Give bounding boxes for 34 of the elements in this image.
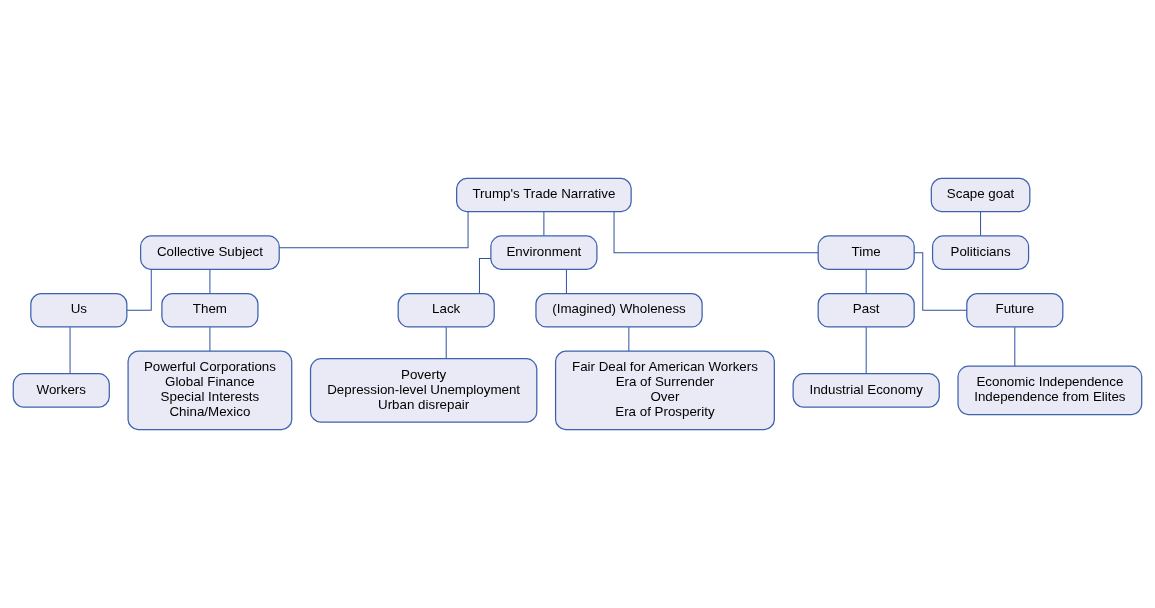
connector xyxy=(543,211,545,237)
connector xyxy=(865,269,867,294)
node-box: Fair Deal for American Workers Era of Surrender Over Era of Prosperity xyxy=(554,350,775,431)
node-box: Economic Independence Independence from Elites xyxy=(957,365,1143,416)
connector xyxy=(209,326,211,352)
connector xyxy=(613,211,819,254)
node-box: Scape goat xyxy=(930,177,1031,213)
connector xyxy=(1014,326,1016,367)
node-box: Future xyxy=(966,292,1064,328)
node-box: Powerful Corporations Global Finance Special Interests China/Mexico xyxy=(127,350,293,431)
node-box: Past xyxy=(817,292,915,328)
connector xyxy=(865,326,867,375)
node-box: Industrial Economy xyxy=(792,373,940,408)
connector xyxy=(209,269,211,294)
connector xyxy=(980,211,982,237)
connector xyxy=(69,326,71,375)
connector xyxy=(478,258,492,294)
connector xyxy=(126,269,152,311)
node-box: Them xyxy=(161,292,259,328)
node-box: Politicians xyxy=(931,235,1030,270)
node-box: Time xyxy=(817,235,915,270)
connector xyxy=(628,326,630,352)
node-box: (Imagined) Wholeness xyxy=(535,292,703,328)
node-box: Trump's Trade Narrative xyxy=(456,177,632,213)
node-box: Poverty Depression-level Unemployment Urban disrepair xyxy=(309,358,538,423)
node-box: Us xyxy=(30,292,128,328)
node-box: Workers xyxy=(12,373,110,408)
node-box: Environment xyxy=(490,235,598,270)
connector xyxy=(278,211,469,249)
node-box: Lack xyxy=(397,292,495,328)
node-box: Collective Subject xyxy=(140,235,280,270)
connector xyxy=(913,252,968,311)
connector xyxy=(445,326,447,360)
connector xyxy=(565,269,567,294)
